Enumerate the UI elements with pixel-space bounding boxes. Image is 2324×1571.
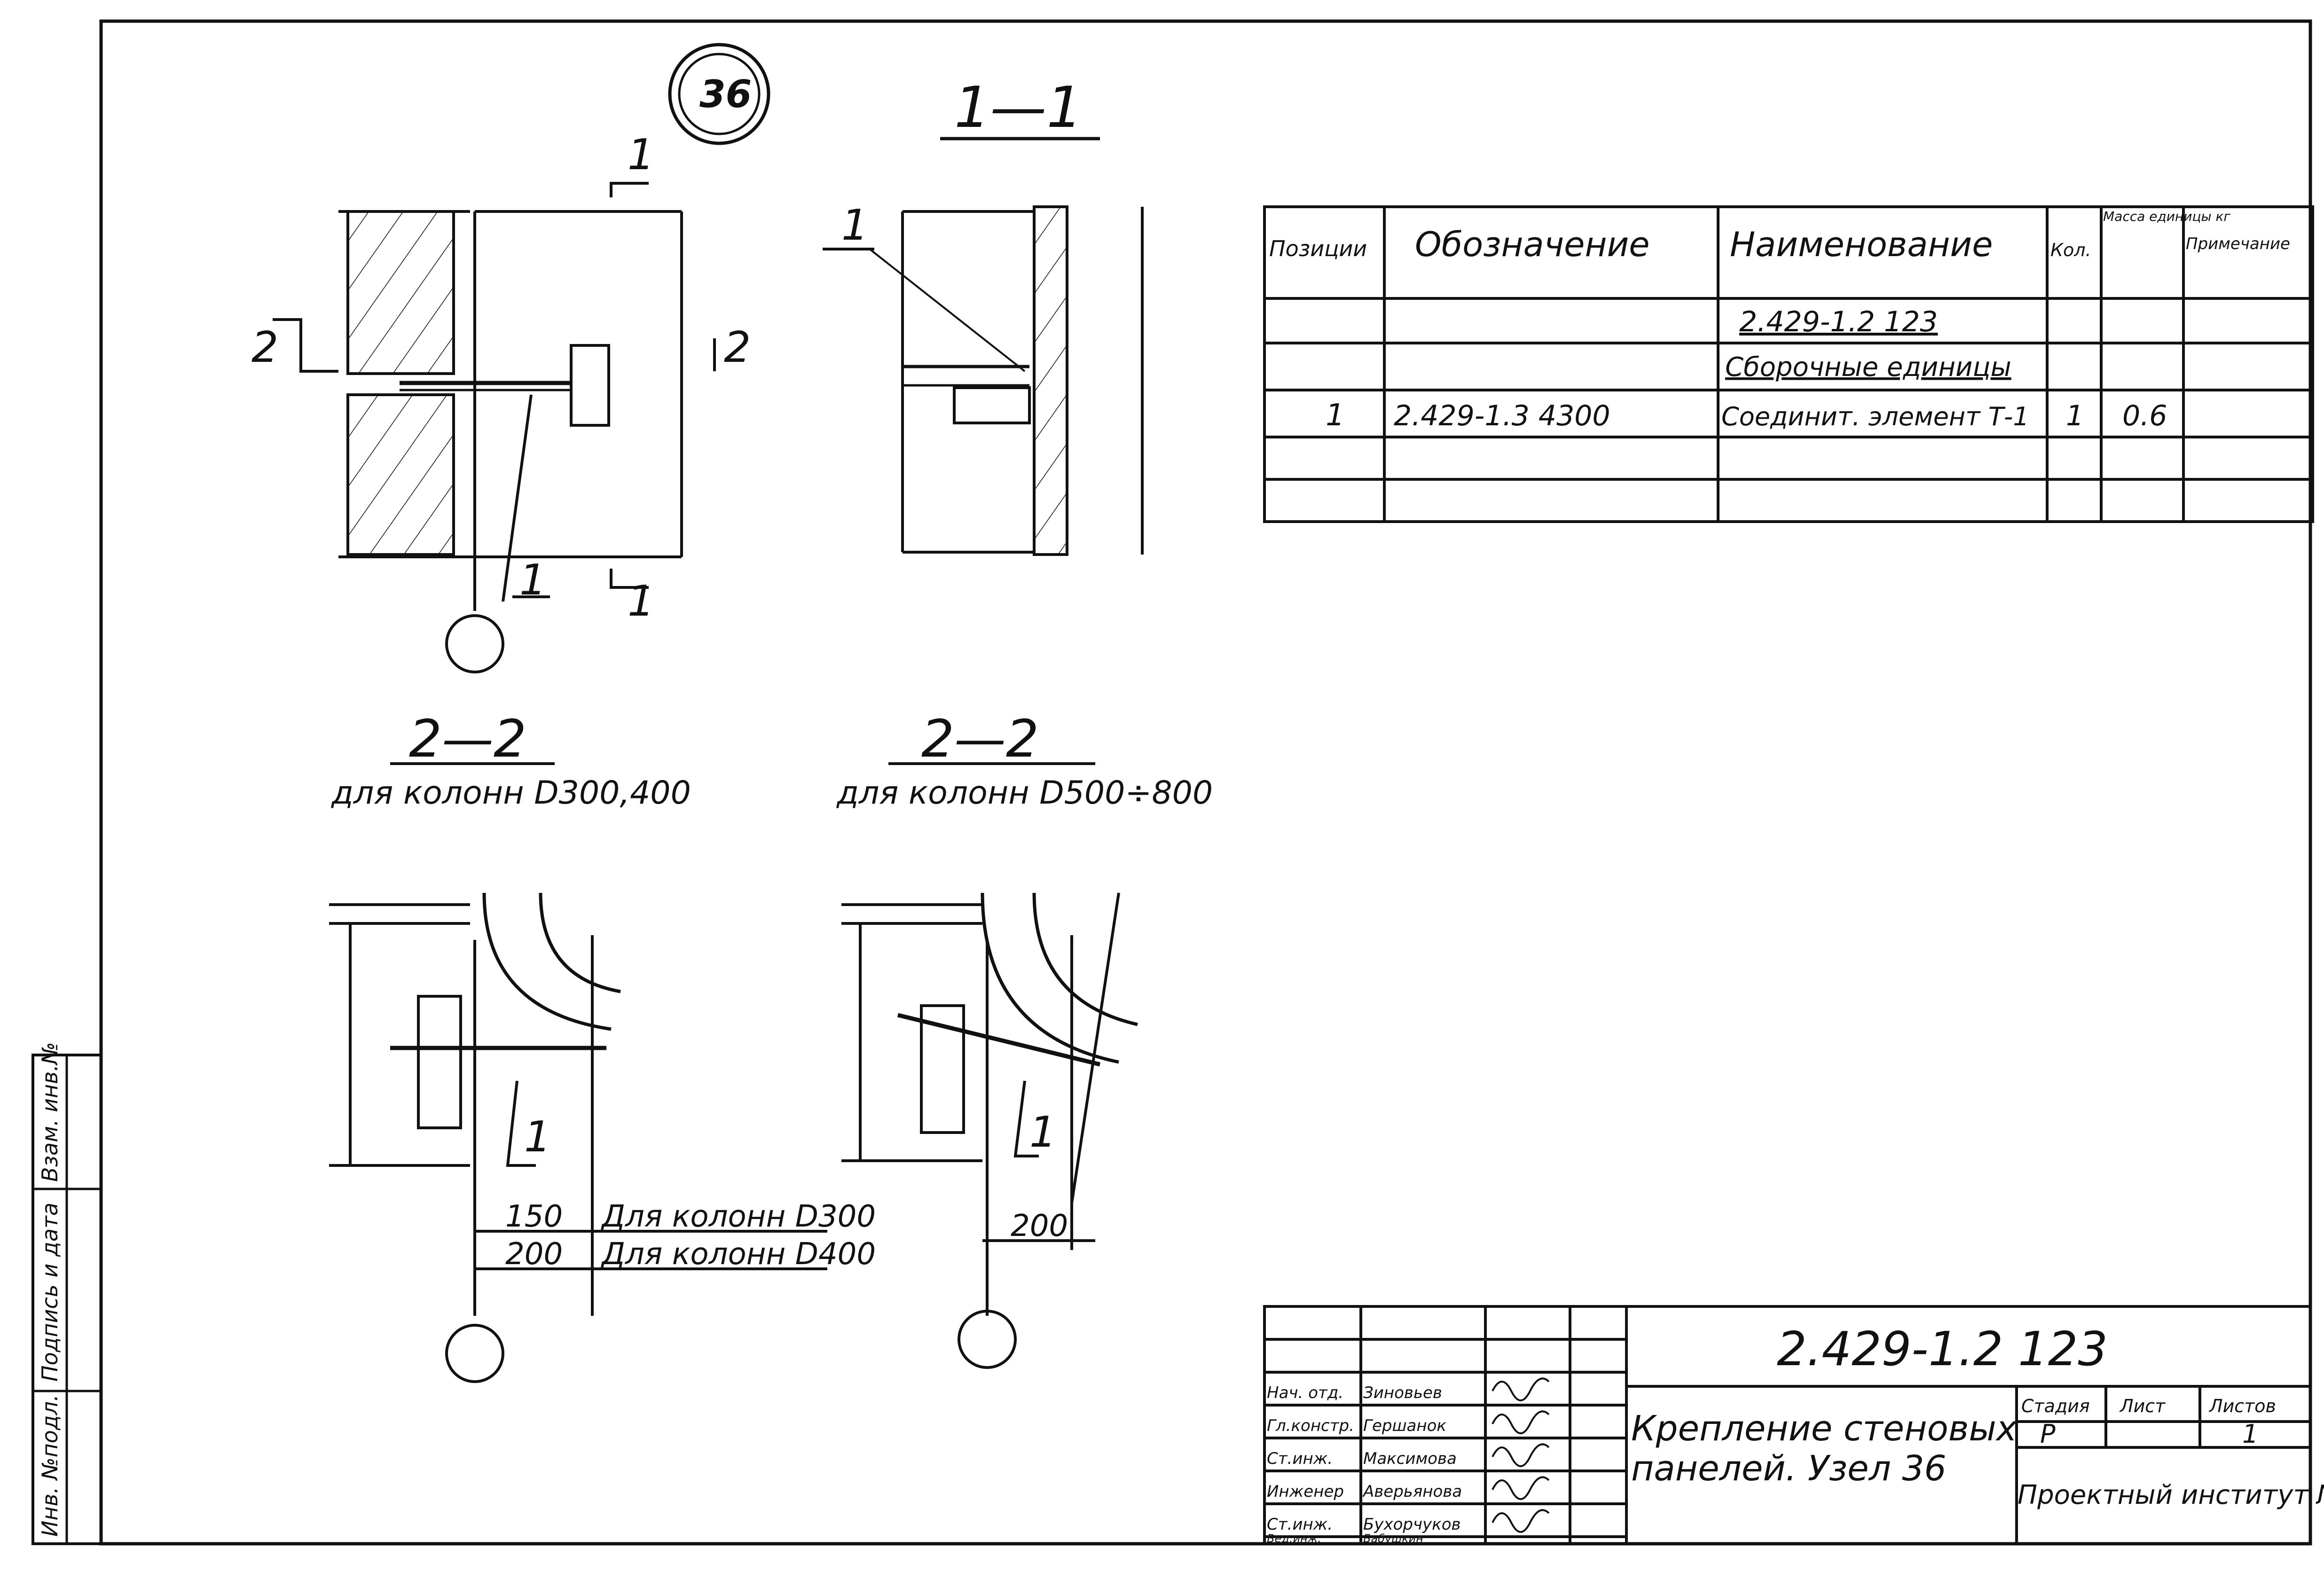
role-1-name: Зиновьев: [1363, 1383, 1442, 1402]
section-2-2-b-view: [841, 892, 1138, 1369]
plan-position-1: 1: [519, 555, 546, 605]
plan-cut-1-bottom: 1: [628, 577, 654, 626]
side-stamp: Инв. №подл. Подпись и дата Взам. инв.№: [31, 1042, 102, 1545]
section-1-1-view: [823, 137, 1144, 556]
stamp-inv-no: Инв. №подл.: [37, 1394, 63, 1537]
plan-cut-2-left: 2: [251, 323, 278, 372]
dim-150: 150: [505, 1199, 563, 1234]
role-1: Нач. отд.: [1267, 1383, 1343, 1402]
title-sheet-label: Лист: [2119, 1396, 2166, 1416]
spec-header-position: Позиции: [1269, 236, 1367, 261]
title-line-1: Крепление стеновых: [1631, 1408, 2018, 1449]
role-5-name: Бухорчуков: [1363, 1515, 1461, 1534]
stamp-signature-date: Подпись и дата: [37, 1203, 63, 1382]
plan-view: [273, 43, 770, 673]
role-3: Ст.инж.: [1267, 1449, 1333, 1468]
spec-row3-qty: 1: [2066, 399, 2084, 432]
node-badge: 36: [699, 72, 752, 116]
section-2-2-a-subtitle: для колонн D300,400: [331, 774, 691, 812]
spec-row3-pos: 1: [1326, 398, 1345, 433]
dim-150-note: Для колонн D300: [600, 1199, 876, 1234]
title-stage-label: Стадия: [2021, 1396, 2090, 1416]
role-3-name: Максимова: [1363, 1449, 1457, 1468]
plan-cut-1-top: 1: [628, 130, 654, 180]
dim-200-a: 200: [505, 1237, 563, 1272]
dim-200-a-note: Для колонн D400: [600, 1237, 876, 1272]
sheet-frame: [99, 19, 2312, 1546]
spec-header-designation: Обозначение: [1415, 225, 1650, 264]
spec-header-name: Наименование: [1730, 225, 1993, 264]
title-sheets-label: Листов: [2208, 1396, 2276, 1416]
title-sheets-value: 1: [2242, 1419, 2258, 1449]
node-badge-circle: [668, 43, 770, 145]
spec-header-qty: Кол.: [2050, 240, 2091, 260]
dim-200-b: 200: [1011, 1209, 1068, 1243]
spec-table-grid: [1263, 205, 2314, 523]
role-4: Инженер: [1267, 1482, 1344, 1501]
section-2-2-b-title: 2—2: [921, 709, 1039, 769]
title-doc-code: 2.429-1.2 123: [1777, 1321, 2108, 1376]
role-2-name: Гершанок: [1363, 1416, 1446, 1435]
section-2-2-a-position-1: 1: [524, 1112, 551, 1162]
section-1-1-title: 1—1: [954, 75, 1083, 141]
title-stage-value: Р: [2040, 1419, 2056, 1449]
role-6-name: Бабушкин: [1363, 1532, 1423, 1545]
title-organization: Проектный институт №: [2018, 1480, 2324, 1510]
signatures: [1492, 1377, 1550, 1533]
role-2: Гл.констр.: [1267, 1416, 1354, 1435]
spec-row3-name: Соединит. элемент Т-1: [1721, 402, 2029, 431]
plan-cut-2-right: 2: [724, 323, 751, 372]
spec-row3-mass: 0.6: [2122, 399, 2167, 432]
role-4-name: Аверьянова: [1362, 1482, 1462, 1501]
section-2-2-a-view: [329, 892, 827, 1383]
section-1-1-position-1: 1: [841, 201, 868, 250]
section-2-2-b-position-1: 1: [1029, 1108, 1056, 1157]
role-6: Вед.инж.: [1267, 1532, 1321, 1545]
section-2-2-b-subtitle: для колонн D500÷800: [836, 774, 1213, 812]
title-block-grid: [1263, 1305, 2312, 1545]
spec-header-note: Примечание: [2186, 234, 2290, 253]
title-line-2: панелей. Узел 36: [1631, 1448, 1947, 1489]
spec-row3-designation: 2.429-1.3 4300: [1394, 399, 1610, 432]
stamp-replace-inv: Взам. инв.№: [37, 1042, 63, 1182]
role-5: Ст.инж.: [1267, 1515, 1333, 1534]
spec-header-mass: Масса единицы кг: [2103, 209, 2230, 224]
section-2-2-a-title: 2—2: [409, 709, 526, 769]
spec-row2-name: Сборочные единицы: [1725, 352, 2011, 383]
spec-row1-name: 2.429-1.2 123: [1739, 305, 1938, 338]
